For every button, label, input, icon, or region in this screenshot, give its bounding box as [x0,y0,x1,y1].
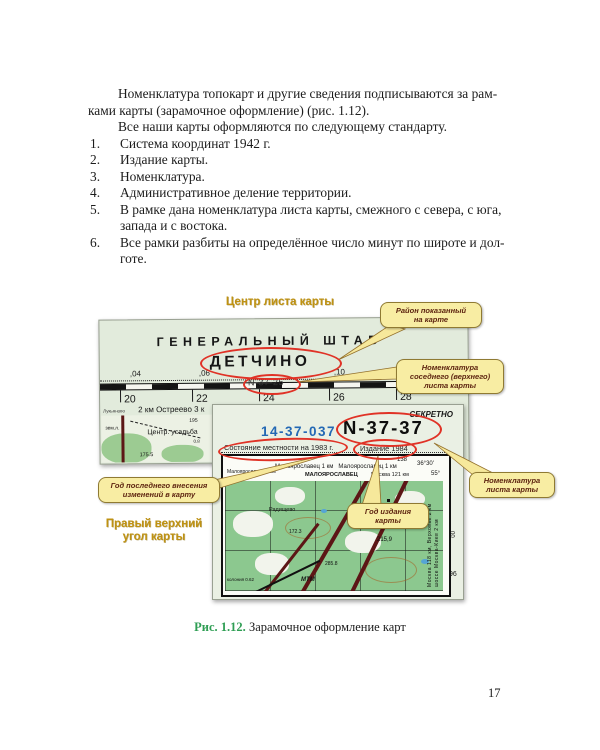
contour-line [365,557,417,583]
elevation-label: 215,9 [377,537,393,543]
list-item-text: Номенклатура. [120,168,205,184]
list-item: 1. Система координат 1942 г. [88,136,516,153]
list-item: 2. Издание карты. [88,152,516,169]
height-label: 0.8 [193,438,200,444]
building-mark [375,499,378,502]
building-mark [387,499,390,502]
callout-neighbor-sheet: Номенклатура соседнего (верхнего) листа … [396,359,504,394]
highlight-ellipse-issue [353,439,417,460]
moscow-distance: Москва 121 км [371,472,409,478]
figure-caption: Рис. 1.12. Зарамочное оформление карт [0,620,600,635]
highlight-ellipse-n-37-25 [243,374,301,395]
village-label: Лукьяново [103,408,126,414]
margin-road-note: шоссе Москва-Киев 2 км [434,518,440,587]
grid-number: 20 [124,393,136,406]
mtm-label: МТМ [301,577,315,583]
map-fragment: зем.л. Центр. усадьба 195 0.8 175.5 [101,414,214,463]
grid-tick [119,390,122,403]
farm-label: Центр. усадьба [147,428,198,437]
scale-mark: ,04 [129,369,142,379]
terrain-state-note: Состояние местности на 1983 г. [224,443,334,452]
list-item-text: Административное деление территории. [120,185,352,200]
grid-tick [328,388,331,401]
towns-note: Малоярославец 1 км Малоярославец 1 км [275,464,397,470]
pond-mark [421,559,429,564]
list-item-text: Все рамки разбиты на определённое число … [120,234,505,267]
town-name: МАЛОЯРОСЛАВЕЦ [305,472,358,478]
latitude-label: 55° [431,471,441,477]
map-frame: 138 Малоярославец 1 км Малоярославец 1 к… [221,454,451,597]
intro-paragraph-1: Номенклатура топокарт и другие сведения … [88,86,498,118]
grid-number: 96 [449,571,457,578]
grid-number: 22 [196,392,208,405]
list-item-number: 2. [90,152,101,167]
height-label: 195 [189,417,198,424]
intro-paragraph-2: Все наши карты оформляются по следующему… [118,119,447,134]
elevation-label: 175.5 [139,452,154,459]
secrecy-stamp: СЕКРЕТНО [409,410,453,419]
pond-mark [321,509,327,513]
grid-number: 26 [333,391,345,404]
road-line [121,415,125,463]
list-item-text: Система координат 1942 г. [120,135,271,151]
list-item-number: 1. [90,135,101,151]
list-item-text: В рамке дана номенклатура листа карты, с… [120,201,502,234]
village-label: Радищево [269,507,296,513]
clearing-patch [233,511,273,537]
list-item-number: 4. [90,185,101,200]
callout-region-shown: Район показанный на карте [380,302,482,328]
figure-1-12: Центр листа карты Правый верхний угол ка… [90,296,562,614]
grid-number: 00 [451,531,457,538]
elevation-label: 285.8 [325,561,338,567]
elevation-label: 172.3 [289,529,302,535]
land-label: зем.л. [105,425,120,432]
grid-number: 138 [397,457,408,463]
map-terrain: Радищево 172.3 215,9 285.8 МТМ колония 0… [225,481,443,591]
forest-patch [161,444,204,463]
text-block: Номенклатура топокарт и другие сведения … [88,86,516,268]
list-item-number: 3. [90,168,101,184]
list-item: 3. Номенклатура. [88,169,516,186]
figure-caption-label: Рис. 1.12. [194,620,246,634]
list-item: 4. Административное деление территории. [88,185,516,202]
grid-tick [191,389,194,402]
list-item-text: Издание карты. [120,152,209,167]
left-road-note: Малоярославец 4 км [227,469,276,475]
page-number: 17 [488,686,501,700]
list-item: 5. В рамке дана номенклатура листа карты… [88,202,516,235]
label-map-center: Центр листа карты [225,296,335,308]
sheet-code-blue: 14-37-037 [261,424,337,439]
list-item-number: 6. [90,234,101,250]
longitude-label: 36°30' [417,461,434,467]
callout-change-year: Год последнего внесения изменений в карт… [98,477,220,503]
margin-road-note: Москва 118 км, Верховье 2 км [427,503,433,587]
list-item-number: 5. [90,201,101,217]
clearing-patch [275,487,305,505]
callout-issue-year: Год издания карты [347,503,429,529]
road-note: 2 км Остреево 3 к [138,404,205,415]
minute-dots-row [221,452,451,453]
figure-caption-text: Зарамочное оформление карт [245,620,406,634]
callout-sheet-nomenclature: Номенклатура листа карты [469,472,555,498]
list-item: 6. Все рамки разбиты на определённое чис… [88,235,516,268]
small-label: колония 0.62 [227,577,255,582]
label-upper-right-corner: Правый верхний угол карты [105,518,203,543]
